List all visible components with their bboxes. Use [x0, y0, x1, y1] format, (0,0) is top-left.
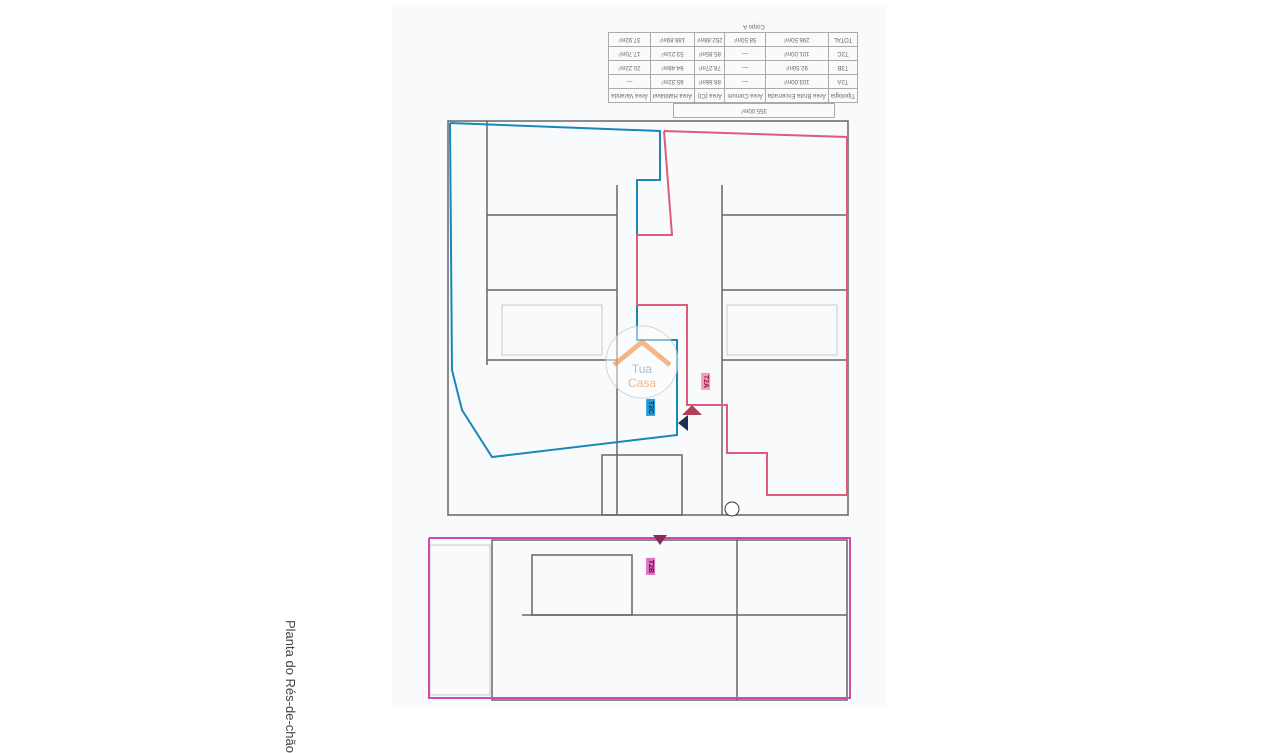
stair-symbol [724, 501, 740, 517]
table-cell: TOTAL [828, 32, 858, 47]
unit-outline-red [636, 130, 848, 496]
table-cell: 64.48m² [650, 60, 695, 75]
table-cell: — [608, 74, 651, 89]
unit-outline-blue [449, 122, 678, 459]
header-cell: Tipologia [828, 88, 858, 103]
table-cell: 78.27m² [694, 60, 725, 75]
unit-tag-t2c: T2C [646, 398, 656, 417]
table-cell: 296.50m² [765, 32, 829, 47]
entrance-arrow-red [682, 405, 702, 415]
table-cell: 17.70m² [608, 46, 651, 61]
watermark-logo: Tua Casa [605, 325, 679, 399]
unit-outline-magenta [428, 537, 851, 699]
table-cell: 88.66m² [694, 74, 725, 89]
sheet-title: Planta do Rés-de-chão [283, 620, 298, 753]
table-cell: 85.85m² [694, 46, 725, 61]
table-cell: 53.21m² [650, 46, 695, 61]
watermark-line1: Tua [632, 362, 653, 376]
table-cell: T3B [828, 60, 858, 75]
table-cell: 20.22m² [608, 60, 651, 75]
header-cell: Área Varanda [608, 88, 651, 103]
header-cell: Área Comum [724, 88, 766, 103]
unit-tag-t2a: T2A [701, 372, 711, 391]
entrance-arrow-navy [678, 415, 688, 431]
table-header-row: Tipologia Área Bruta Encerrada Área Comu… [608, 88, 858, 103]
floor-plan-drawing: Tua Casa [428, 120, 851, 701]
table-cell: 65.32m² [650, 74, 695, 89]
table-cell: T2C [828, 46, 858, 61]
table-cell: 103.00m² [765, 74, 829, 89]
table-cell: T2A [828, 74, 858, 89]
table-cell: 101.00m² [765, 46, 829, 61]
floor-plan-sheet: Tua Casa T2A T2C T2B [392, 5, 886, 707]
unit-tag-t2b: T2B [646, 557, 656, 576]
area-table: 355.00m² Tipologia Área Bruta Encerrada … [608, 10, 858, 118]
table-cell: 252.88m² [694, 32, 725, 47]
header-cell: Área (CI) [694, 88, 725, 103]
table-cell: 92.50m² [765, 60, 829, 75]
header-cell: Área Habitável [650, 88, 695, 103]
grand-total: 355.00m² [673, 103, 835, 118]
walls [447, 120, 849, 701]
watermark-line2: Casa [628, 376, 656, 390]
table-cell: — [724, 46, 766, 61]
hatching [429, 304, 838, 696]
table-caption: Corpo A [743, 23, 765, 29]
table-cell: 188.89m² [650, 32, 695, 47]
table-cell: — [724, 60, 766, 75]
table-cell: 37.92m² [608, 32, 651, 47]
header-cell: Área Bruta Encerrada [765, 88, 829, 103]
table-cell: — [724, 74, 766, 89]
table-cell: 58.50m² [724, 32, 766, 47]
entrance-arrow-magenta [653, 535, 667, 545]
